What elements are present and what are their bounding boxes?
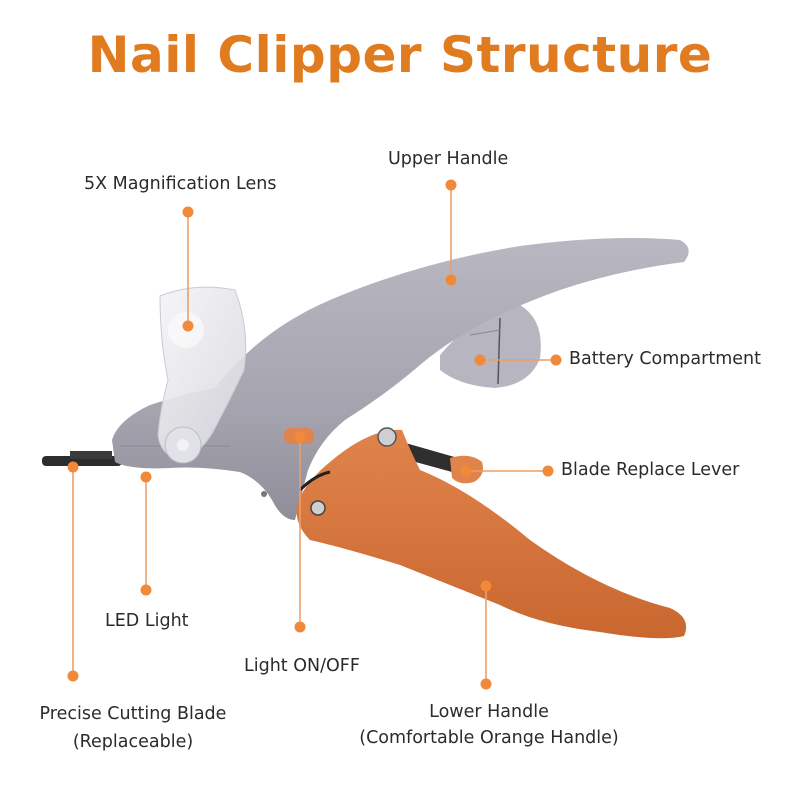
callout-dot-lens bbox=[182, 206, 194, 218]
callout-leaders bbox=[72, 185, 556, 684]
callout-dot-switch-target bbox=[294, 431, 306, 443]
label-lower-handle: Lower Handle (Comfortable Orange Handle) bbox=[359, 702, 619, 748]
label-led-light: LED Light bbox=[105, 611, 189, 631]
callout-dot-upper-handle-target bbox=[445, 274, 457, 286]
callout-dot-lower-handle-target bbox=[480, 580, 492, 592]
label-cutting-blade-sub: (Replaceable) bbox=[72, 732, 194, 752]
label-upper-handle: Upper Handle bbox=[388, 149, 509, 169]
label-cutting-blade: Precise Cutting Blade (Replaceable) bbox=[40, 704, 227, 752]
label-battery-compartment: Battery Compartment bbox=[569, 349, 761, 369]
callout-dot-blade-lever-target bbox=[460, 465, 472, 477]
callout-dot-led-target bbox=[140, 471, 152, 483]
lower-handle-body bbox=[296, 427, 687, 639]
callout-dot-switch bbox=[294, 621, 306, 633]
label-light-on-off: Light ON/OFF bbox=[244, 656, 360, 676]
callout-dot-blade-target bbox=[67, 461, 79, 473]
label-cutting-blade-title: Precise Cutting Blade bbox=[39, 704, 227, 724]
label-lower-handle-title: Lower Handle bbox=[429, 702, 549, 722]
label-magnification-lens: 5X Magnification Lens bbox=[84, 174, 277, 194]
battery-compartment bbox=[440, 305, 541, 388]
callout-dot-lower-handle bbox=[480, 678, 492, 690]
callout-dot-lens-target bbox=[182, 320, 194, 332]
page-title: Nail Clipper Structure bbox=[87, 26, 713, 84]
callout-dot-blade-lever bbox=[542, 465, 554, 477]
cutting-blade bbox=[42, 451, 122, 466]
label-blade-replace-lever: Blade Replace Lever bbox=[561, 460, 740, 480]
label-lower-handle-sub: (Comfortable Orange Handle) bbox=[359, 728, 619, 748]
callout-dot-upper-handle bbox=[445, 179, 457, 191]
callout-dot-battery-target bbox=[474, 354, 486, 366]
callout-dot-battery bbox=[550, 354, 562, 366]
callout-dot-led bbox=[140, 584, 152, 596]
callout-dot-blade bbox=[67, 670, 79, 682]
